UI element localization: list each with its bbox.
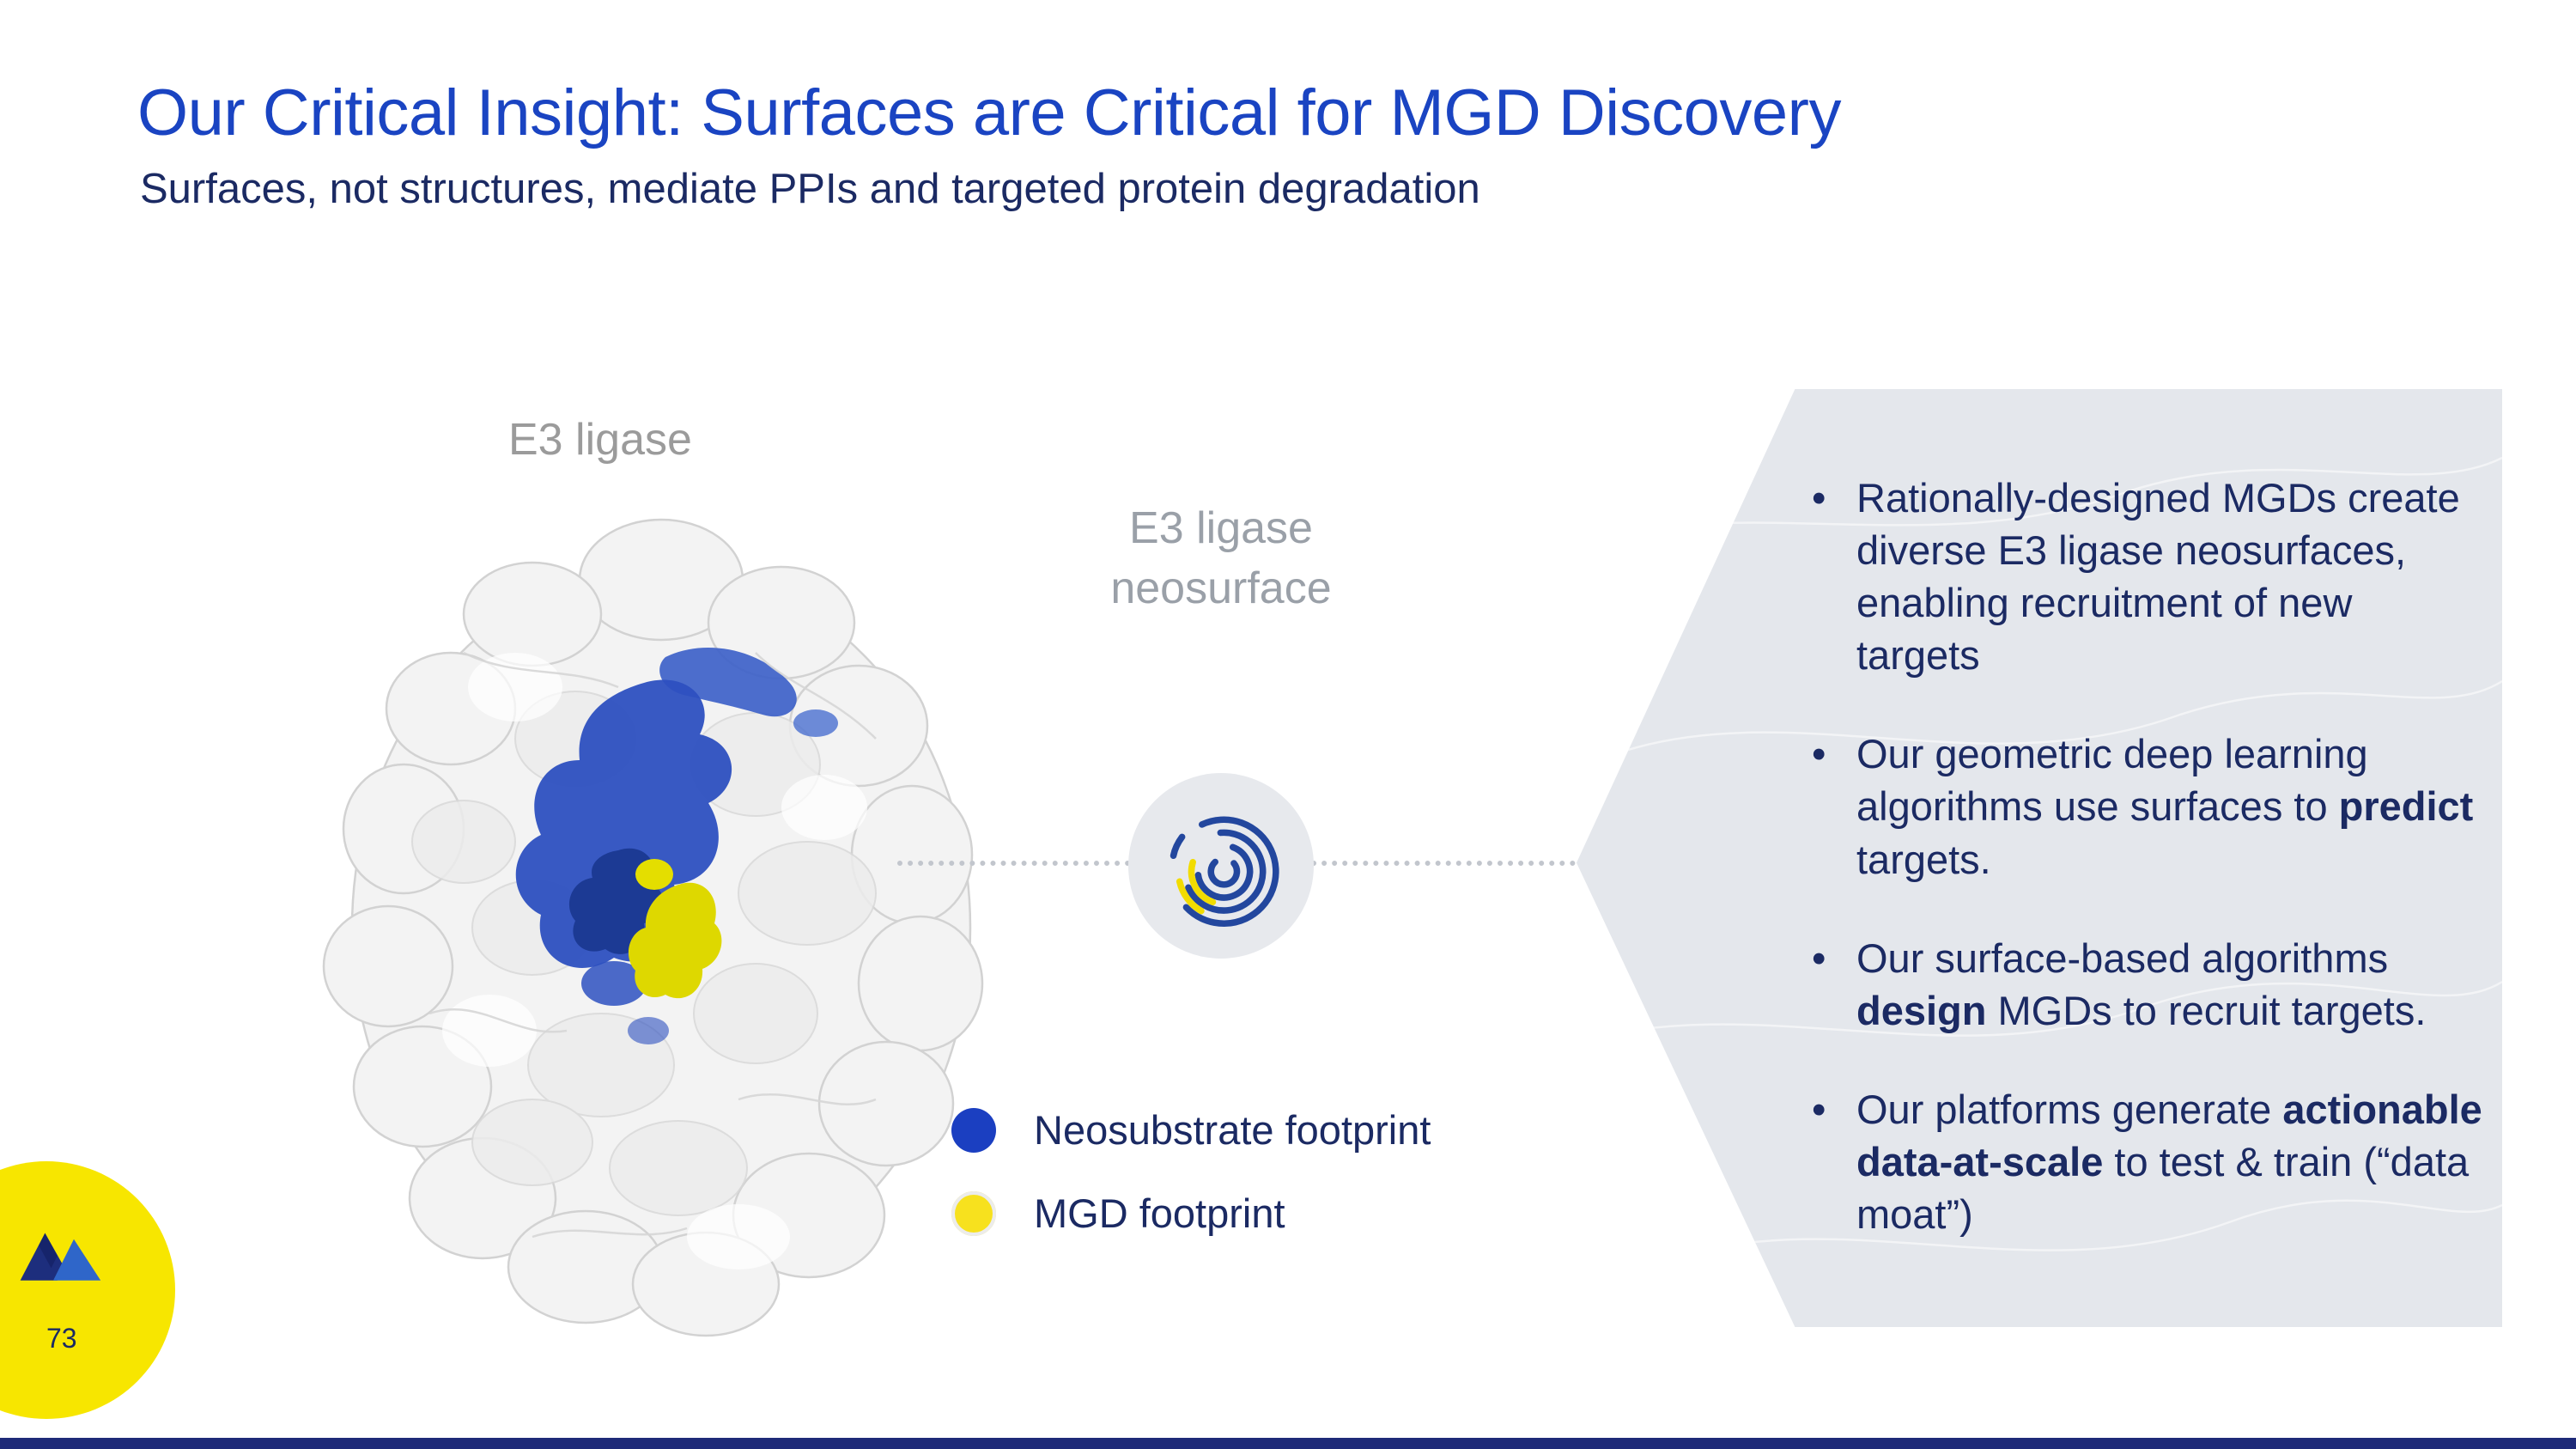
- footer-bar: [0, 1438, 2576, 1449]
- slide-subtitle: Surfaces, not structures, mediate PPIs a…: [140, 166, 1480, 212]
- company-logo: 73: [0, 1161, 175, 1419]
- e3-ligase-label: E3 ligase: [508, 415, 692, 465]
- mgd-dot-icon: [951, 1190, 996, 1236]
- panel-bullet-list: Rationally-designed MGDs create diverse …: [1807, 472, 2485, 1240]
- legend-item-mgd: MGD footprint: [951, 1190, 1431, 1237]
- insight-panel: Rationally-designed MGDs create diverse …: [1577, 389, 2502, 1327]
- page-number: 73: [46, 1323, 77, 1354]
- legend-label: MGD footprint: [1034, 1190, 1285, 1236]
- legend-label: Neosubstrate footprint: [1034, 1107, 1431, 1153]
- blue-footprint-patch: [515, 679, 732, 968]
- neosubstrate-dot-icon: [951, 1107, 996, 1153]
- neosurface-label-line1: E3 ligase: [1129, 503, 1313, 553]
- protein-surface-image: [275, 477, 1048, 1361]
- neosurface-label: E3 ligase neosurface: [1049, 498, 1393, 618]
- bullet-item: Our platforms generate actionable data-a…: [1807, 1083, 2485, 1240]
- bullet-item: Rationally-designed MGDs create diverse …: [1807, 472, 2485, 681]
- fingerprint-icon: [1128, 773, 1314, 959]
- protein-surface-svg: [322, 518, 984, 1337]
- bullet-item: Our geometric deep learning algorithms u…: [1807, 728, 2485, 885]
- legend: Neosubstrate footprint MGD footprint: [951, 1106, 1431, 1237]
- logo-m-icon: [20, 1233, 101, 1281]
- bullet-item: Our surface-based algorithms design MGDs…: [1807, 932, 2485, 1037]
- panel-content: Rationally-designed MGDs create diverse …: [1807, 472, 2485, 1287]
- blue-footprint-patch: [659, 647, 797, 717]
- neosurface-label-line2: neosurface: [1110, 563, 1332, 614]
- slide-title: Our Critical Insight: Surfaces are Criti…: [137, 76, 1841, 149]
- legend-item-neosubstrate: Neosubstrate footprint: [951, 1106, 1431, 1154]
- yellow-footprint-patch: [628, 882, 722, 999]
